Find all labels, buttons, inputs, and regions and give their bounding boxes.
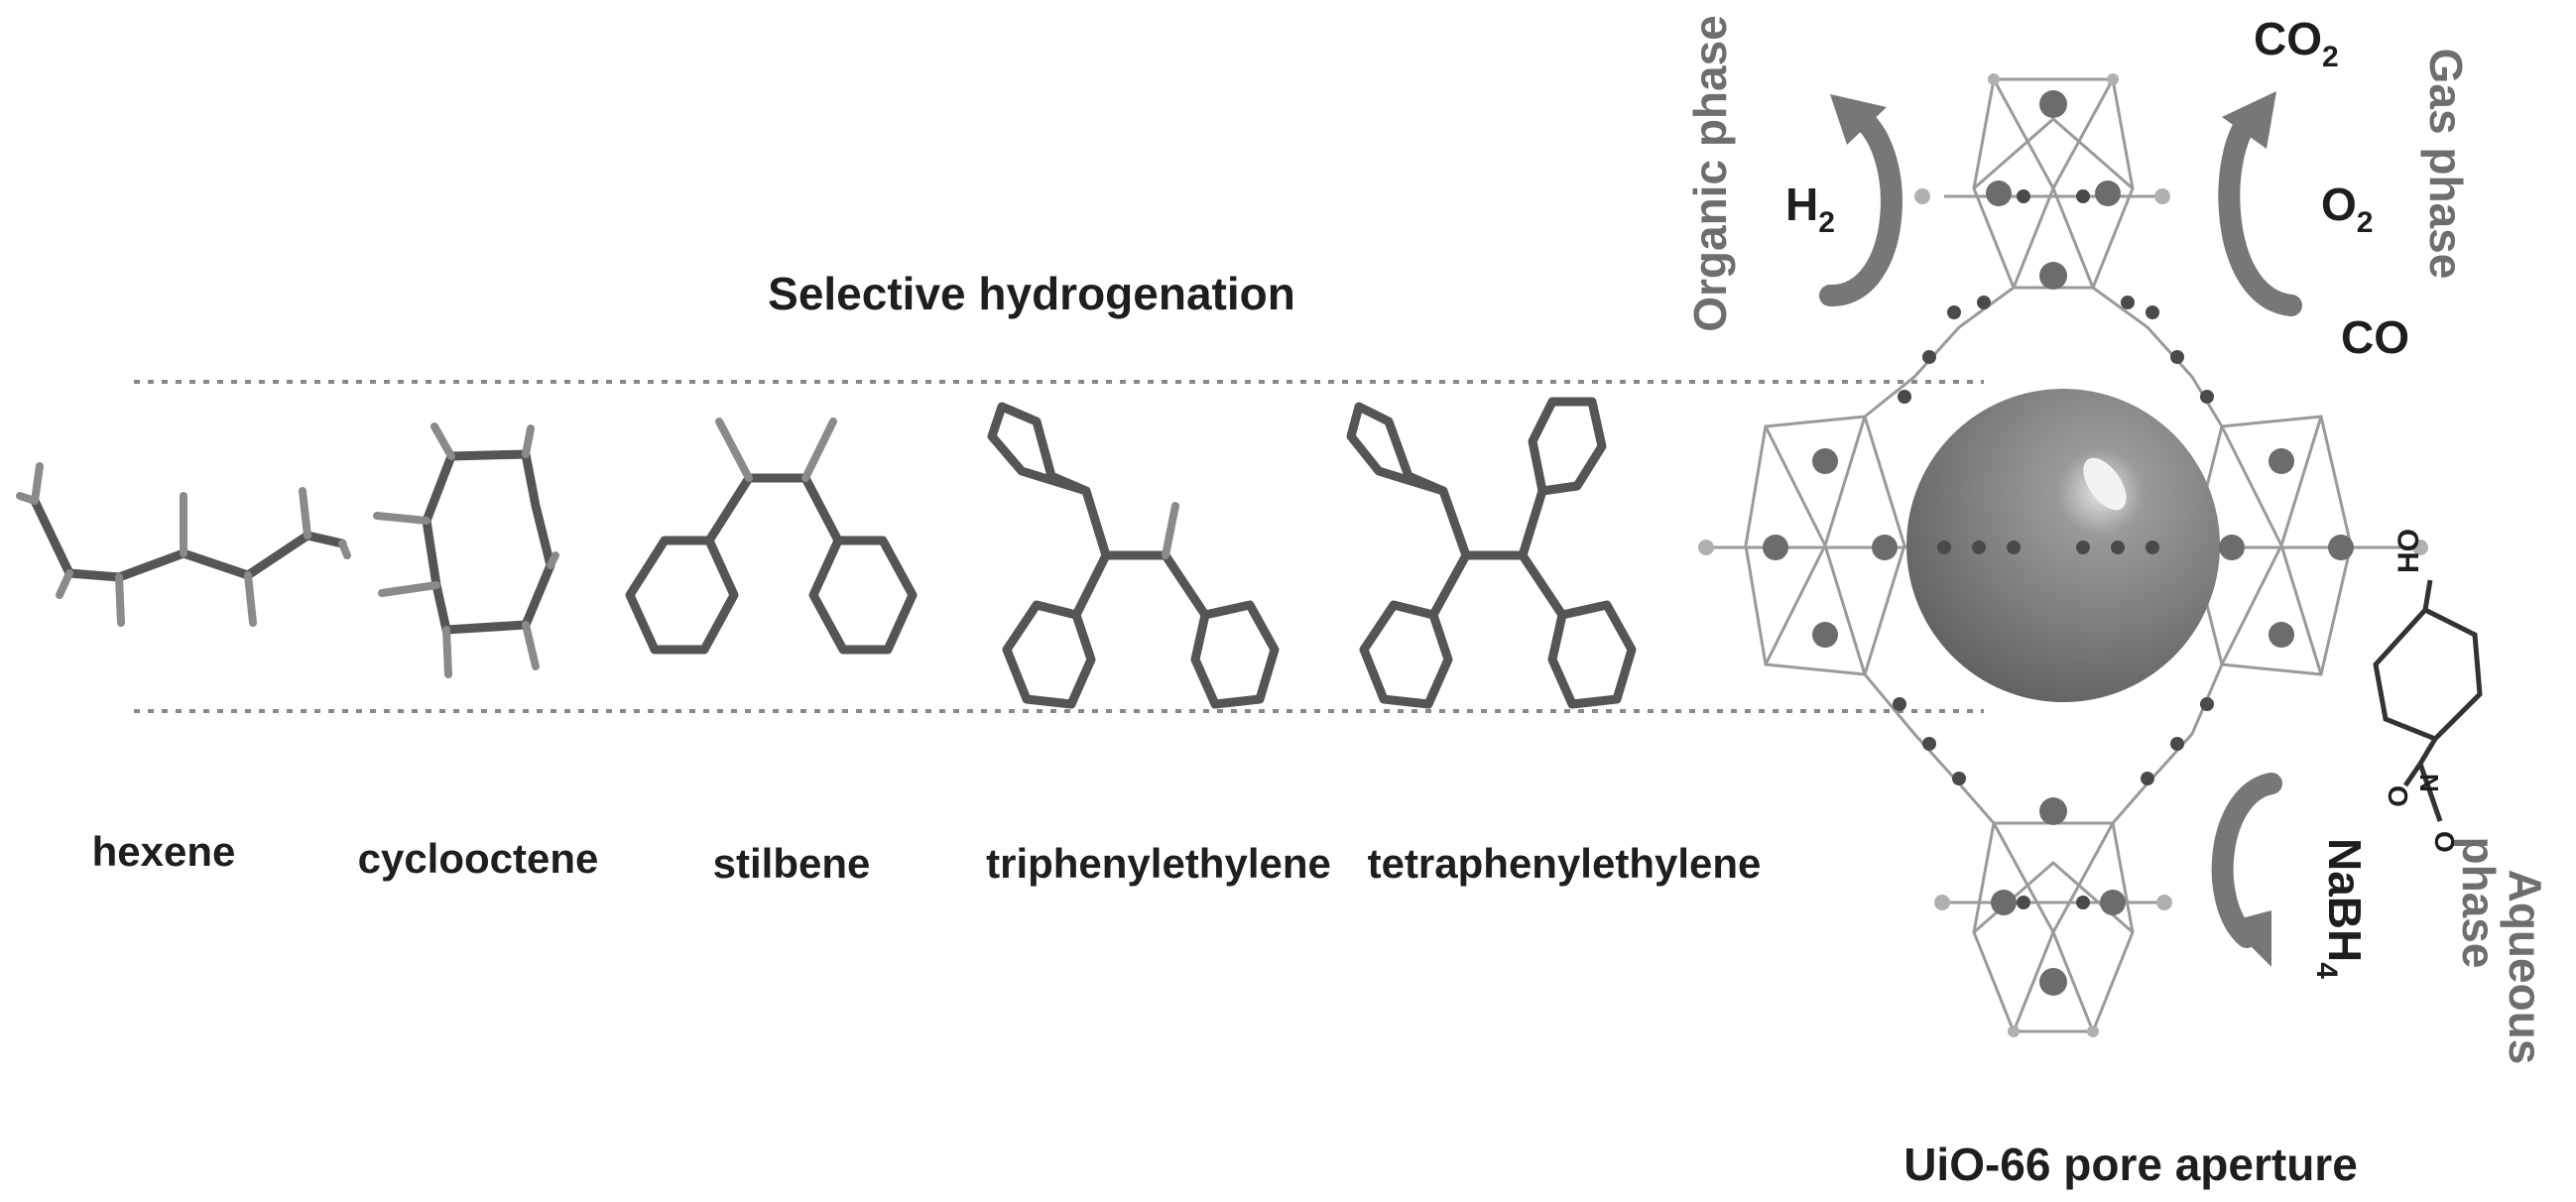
nitro-o1-label: O xyxy=(2383,785,2413,807)
aqueous-phase-arrowhead xyxy=(2227,910,2271,967)
nitrophenol-structure: HO N O O xyxy=(2373,529,2483,853)
organic-reagent: H2 xyxy=(1785,179,1835,239)
molecule-label-cyclooctene: cyclooctene xyxy=(358,835,599,882)
gas-phase-arrowhead xyxy=(2222,91,2276,149)
gas-species-co2: CO2 xyxy=(2254,13,2339,73)
linker-atoms xyxy=(1893,189,2214,909)
uio66-framework xyxy=(1698,73,2428,1037)
tetraphenylethylene-structure xyxy=(1346,397,1637,709)
aqueous-phase-label-line2: phase xyxy=(2453,837,2505,969)
zr-cluster-bottom xyxy=(1972,821,2135,1033)
stilbene-structure xyxy=(625,418,918,655)
organic-phase-arrow xyxy=(1819,103,1902,307)
molecule-label-triphenylethylene: triphenylethylene xyxy=(986,840,1331,887)
hexene-structure xyxy=(16,462,351,627)
gas-phase-arrow xyxy=(2218,106,2302,316)
framework-caption: UiO-66 pore aperture xyxy=(1903,1139,2358,1190)
zr-atoms xyxy=(1763,90,2354,996)
aqueous-phase-label-line1: Aqueous xyxy=(2500,870,2551,1065)
gas-phase-label: Gas phase xyxy=(2420,49,2472,280)
gas-species-o2: O2 xyxy=(2321,179,2373,239)
terminal-atoms xyxy=(1698,73,2428,1037)
gas-species-co: CO xyxy=(2341,311,2409,363)
nitro-o2-label: O xyxy=(2429,831,2460,853)
molecule-label-stilbene: stilbene xyxy=(713,840,871,887)
organic-phase-label: Organic phase xyxy=(1684,15,1736,332)
aqueous-reagent: NaBH4 xyxy=(2310,838,2371,979)
title: Selective hydrogenation xyxy=(768,268,1295,319)
hydroxyl-label: HO xyxy=(2392,529,2425,573)
organic-phase-arrowhead xyxy=(1830,94,1887,145)
molecule-label-tetraphenylethylene: tetraphenylethylene xyxy=(1368,840,1762,887)
pore-sphere xyxy=(1906,389,2220,702)
nitro-n-label: N xyxy=(2414,774,2444,792)
cyclooctene-structure xyxy=(373,422,559,678)
triphenylethylene-structure xyxy=(987,402,1280,709)
molecule-label-hexene: hexene xyxy=(92,828,236,875)
pore-sphere-highlight xyxy=(2083,457,2127,511)
